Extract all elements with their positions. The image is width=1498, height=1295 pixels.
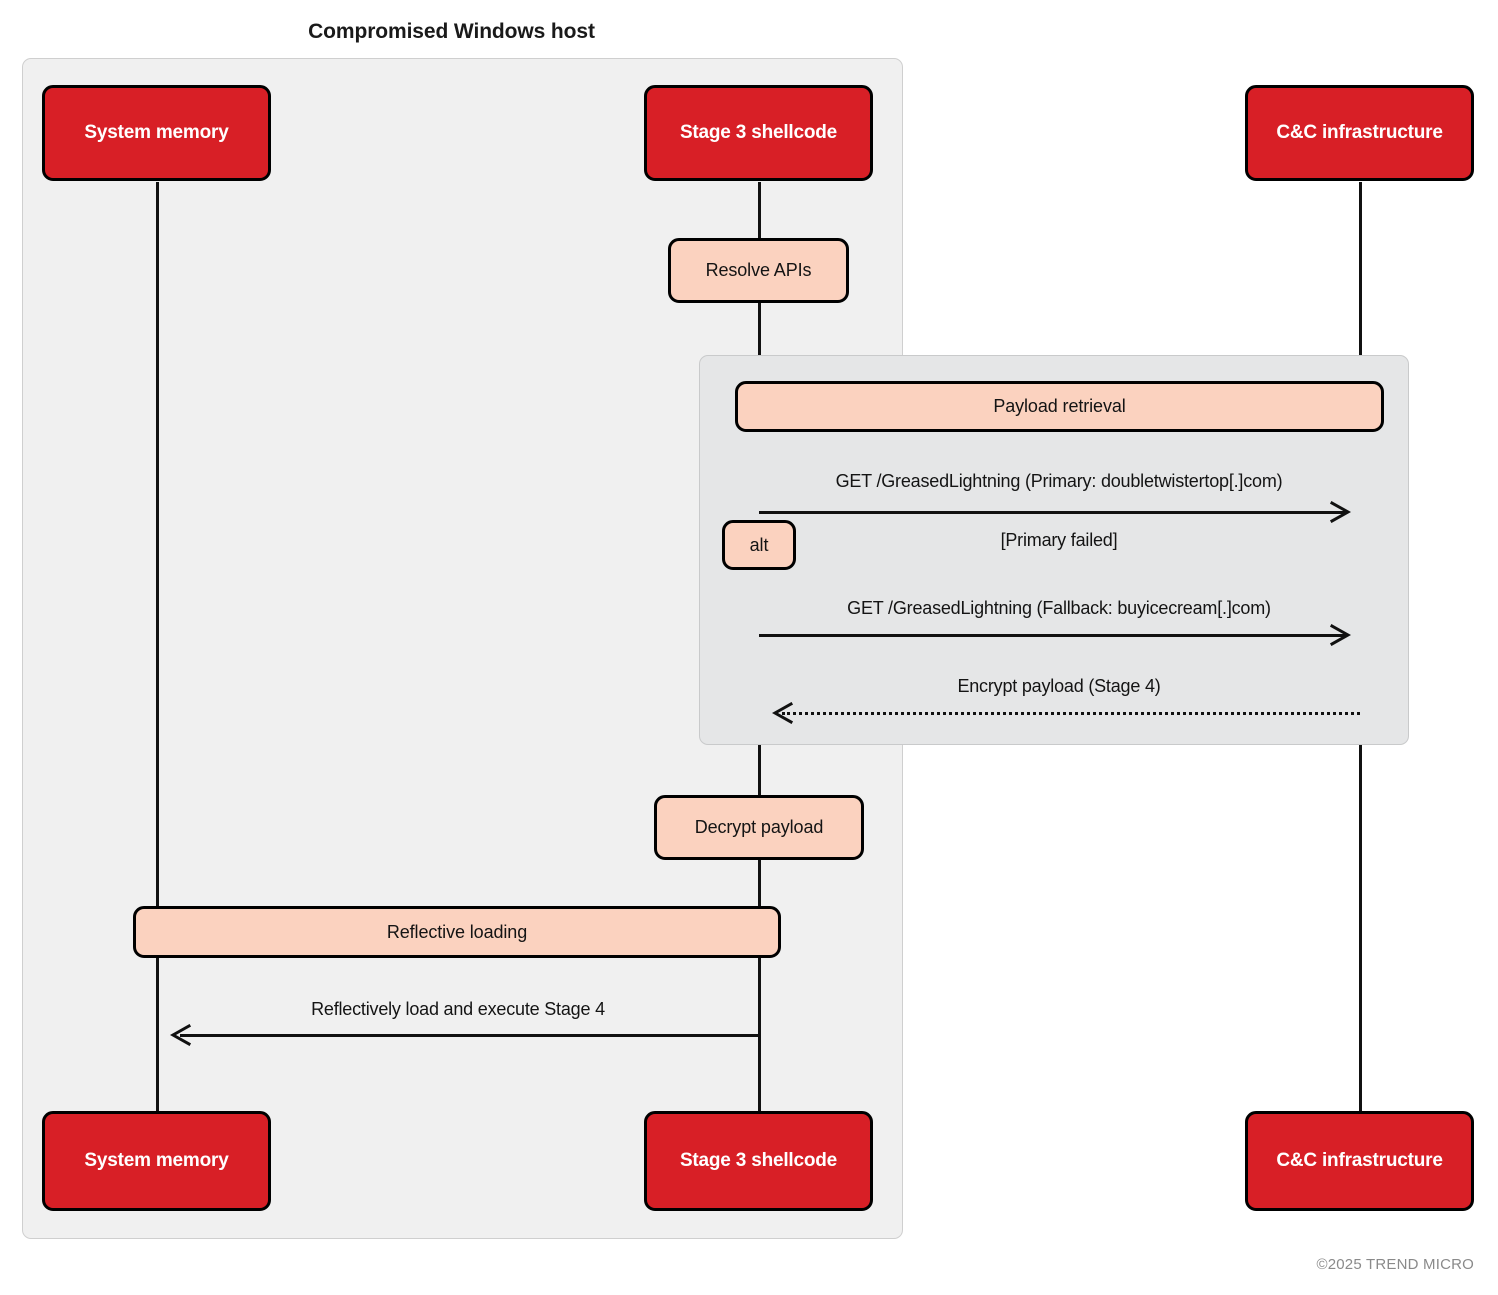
note-reflective-loading[interactable]: Reflective loading xyxy=(133,906,781,958)
participant-stage3-shellcode-bottom[interactable]: Stage 3 shellcode xyxy=(644,1111,873,1211)
participant-label: System memory xyxy=(84,122,229,143)
message-text: Reflectively load and execute Stage 4 xyxy=(311,999,605,1019)
copyright-footer: ©2025 TREND MICRO xyxy=(1316,1256,1474,1273)
message-line-get-primary xyxy=(759,511,1345,514)
arrow-head-right-get-fallback xyxy=(1329,624,1351,646)
message-label-alt-condition: [Primary failed] xyxy=(759,530,1359,551)
arrow-head-right-get-primary xyxy=(1329,501,1351,523)
participant-label: C&C infrastructure xyxy=(1276,1150,1443,1171)
note-label: Resolve APIs xyxy=(705,260,812,280)
arrow-head-left-reflectively-load xyxy=(170,1024,192,1046)
note-label: Reflective loading xyxy=(386,921,528,942)
participant-system-memory-top[interactable]: System memory xyxy=(42,85,271,181)
message-text: GET /GreasedLightning (Fallback: buyicec… xyxy=(847,598,1271,618)
note-label: alt xyxy=(749,534,769,555)
message-line-reflectively-load xyxy=(180,1034,760,1037)
message-text: Encrypt payload (Stage 4) xyxy=(957,676,1161,696)
participant-label: Stage 3 shellcode xyxy=(679,122,838,143)
lifeline-system-memory xyxy=(156,182,159,1112)
page-title: Compromised Windows host xyxy=(308,20,595,43)
message-label-reflectively-load: Reflectively load and execute Stage 4 xyxy=(158,999,758,1020)
message-line-get-fallback xyxy=(759,634,1345,637)
message-text: GET /GreasedLightning (Primary: doubletw… xyxy=(835,471,1283,491)
message-label-get-fallback: GET /GreasedLightning (Fallback: buyicec… xyxy=(759,598,1359,619)
message-line-encrypt-payload xyxy=(782,712,1360,715)
participant-label: C&C infrastructure xyxy=(1276,122,1443,143)
note-label: Decrypt payload xyxy=(694,817,824,837)
message-label-get-primary: GET /GreasedLightning (Primary: doubletw… xyxy=(759,471,1359,492)
note-label: Payload retrieval xyxy=(993,396,1126,416)
note-alt-label[interactable]: alt xyxy=(722,520,796,570)
participant-cc-infrastructure-bottom[interactable]: C&C infrastructure xyxy=(1245,1111,1474,1211)
participant-label: Stage 3 shellcode xyxy=(679,1150,838,1171)
note-resolve-apis[interactable]: Resolve APIs xyxy=(668,238,849,303)
note-payload-retrieval[interactable]: Payload retrieval xyxy=(735,381,1384,432)
participant-stage3-shellcode-top[interactable]: Stage 3 shellcode xyxy=(644,85,873,181)
message-text: [Primary failed] xyxy=(1000,530,1118,550)
participant-system-memory-bottom[interactable]: System memory xyxy=(42,1111,271,1211)
arrow-head-left-encrypt-payload xyxy=(772,702,794,724)
participant-label: System memory xyxy=(84,1150,229,1171)
participant-cc-infrastructure-top[interactable]: C&C infrastructure xyxy=(1245,85,1474,181)
message-label-encrypt-payload: Encrypt payload (Stage 4) xyxy=(759,676,1359,697)
note-decrypt-payload[interactable]: Decrypt payload xyxy=(654,795,864,860)
